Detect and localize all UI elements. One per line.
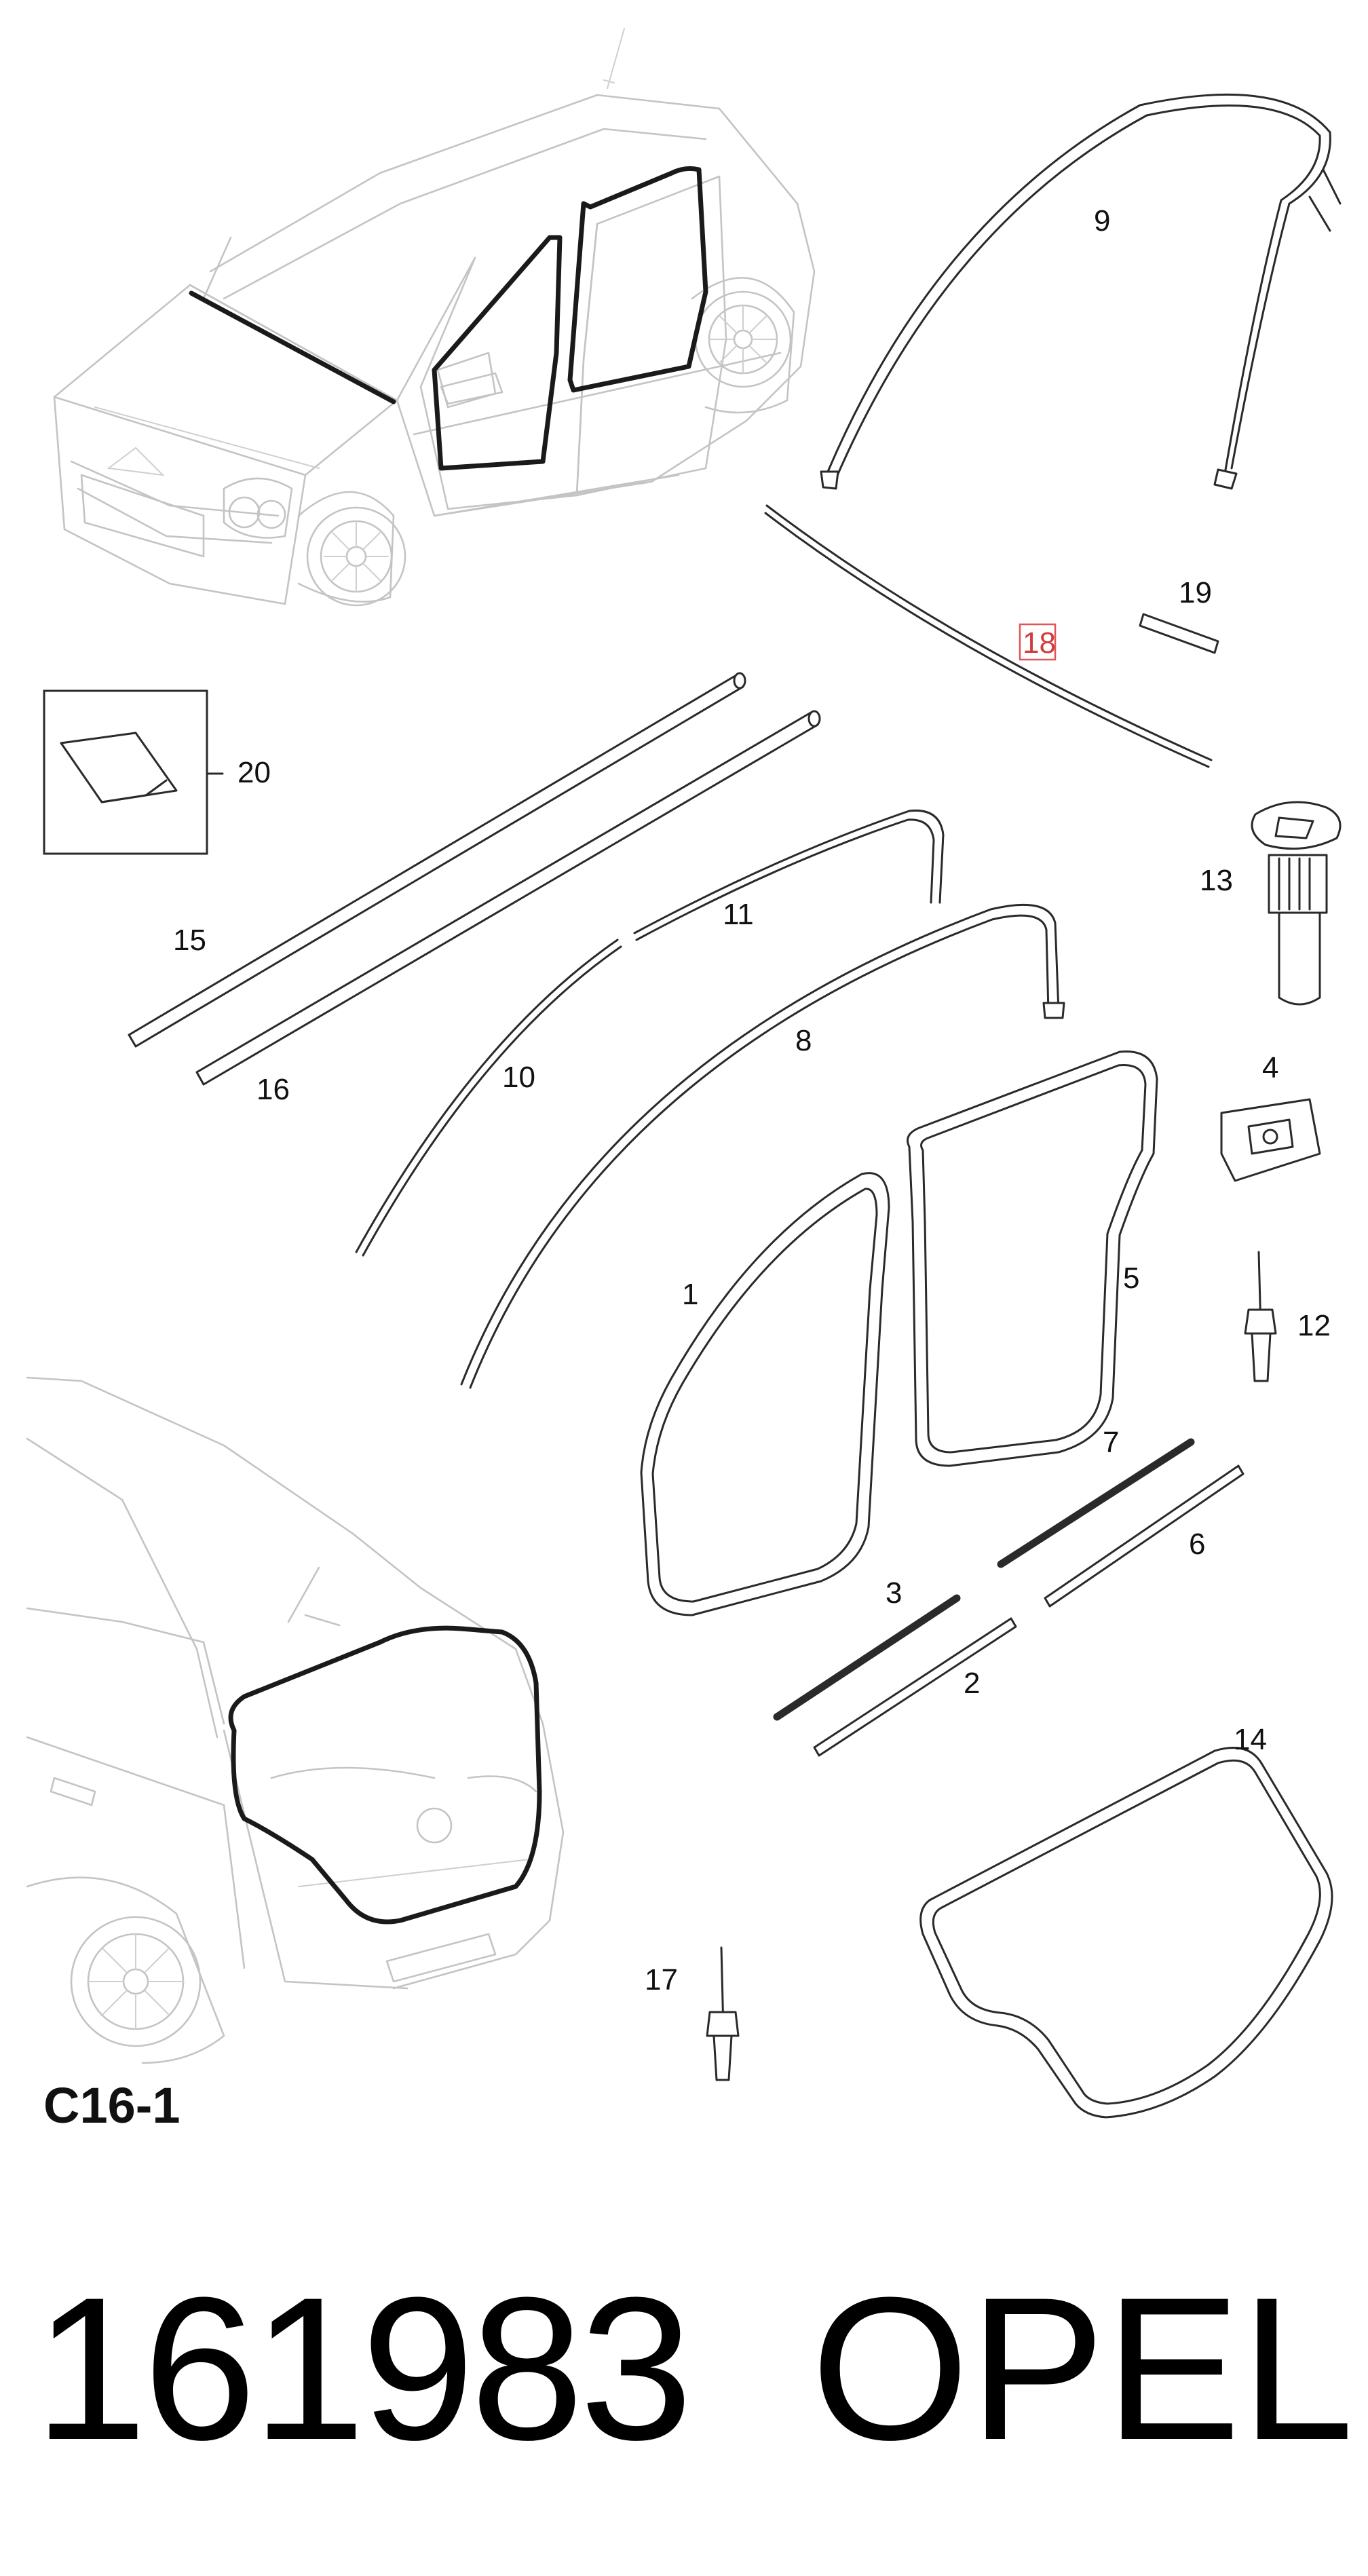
part-6-strip bbox=[1044, 1464, 1244, 1608]
part-3-strip bbox=[773, 1594, 961, 1721]
front-car-illustration bbox=[53, 28, 816, 607]
part-5-door-seal bbox=[907, 1050, 1158, 1467]
part-18-strip bbox=[764, 504, 1213, 768]
callout-10: 10 bbox=[502, 1061, 535, 1094]
callout-13: 13 bbox=[1200, 864, 1233, 897]
part-13-clip bbox=[1251, 801, 1342, 1006]
callout-7: 7 bbox=[1103, 1426, 1119, 1459]
callout-8: 8 bbox=[795, 1024, 812, 1057]
part-12-pin bbox=[1244, 1251, 1277, 1382]
part-15-rod bbox=[128, 672, 746, 1048]
callout-20: 20 bbox=[238, 756, 271, 789]
part-19-insert bbox=[1139, 613, 1219, 654]
part-8-strip bbox=[460, 903, 1065, 1389]
callout-11: 11 bbox=[723, 898, 754, 931]
rear-car-illustration bbox=[26, 1376, 565, 2064]
part-10-strip bbox=[355, 939, 622, 1257]
callout-18: 18 bbox=[1023, 626, 1056, 660]
callout-15: 15 bbox=[173, 924, 206, 957]
section-code: C16-1 bbox=[43, 2077, 180, 2134]
part-20-adhesive-pad bbox=[43, 689, 222, 855]
callout-18-highlight bbox=[1019, 623, 1057, 661]
callout-19: 19 bbox=[1179, 576, 1212, 609]
callout-1: 1 bbox=[682, 1278, 698, 1311]
callout-14: 14 bbox=[1234, 1723, 1267, 1756]
callout-5: 5 bbox=[1123, 1262, 1139, 1295]
callout-3: 3 bbox=[886, 1576, 902, 1610]
part-4-bracket bbox=[1220, 1098, 1321, 1182]
part-number: 161983 bbox=[34, 2254, 693, 2482]
callout-16: 16 bbox=[256, 1073, 290, 1106]
callout-17: 17 bbox=[645, 1963, 678, 1996]
callout-4: 4 bbox=[1262, 1051, 1278, 1084]
part-11-strip bbox=[633, 809, 945, 941]
part-14-tailgate-seal bbox=[919, 1747, 1333, 2119]
part-1-door-seal bbox=[640, 1172, 890, 1616]
part-9-roof-moulding bbox=[820, 93, 1342, 490]
callout-6: 6 bbox=[1189, 1528, 1205, 1561]
part-7-strip bbox=[997, 1438, 1195, 1568]
callout-12: 12 bbox=[1297, 1309, 1331, 1342]
part-2-strip bbox=[813, 1617, 1017, 1757]
callout-2: 2 bbox=[964, 1667, 980, 1700]
part-17-pin bbox=[706, 1946, 740, 2081]
brand-name: OPEL bbox=[811, 2254, 1354, 2482]
part-16-rod bbox=[195, 710, 821, 1086]
callout-9: 9 bbox=[1094, 204, 1110, 238]
